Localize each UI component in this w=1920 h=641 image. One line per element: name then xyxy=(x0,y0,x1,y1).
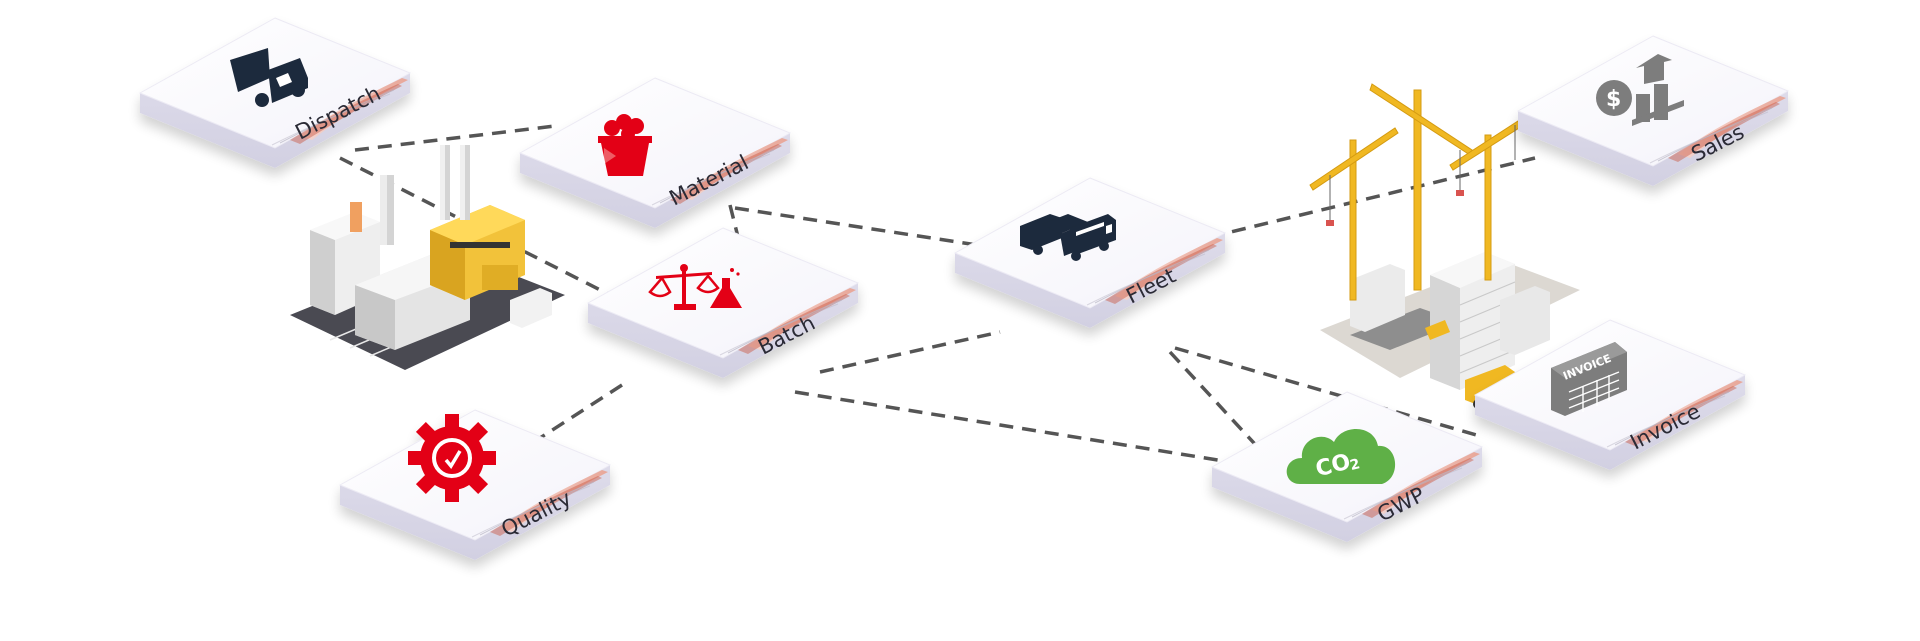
connector-batch-fleet xyxy=(819,330,1001,374)
connector-dispatch-material xyxy=(354,124,556,152)
quality-gear-icon xyxy=(408,414,496,502)
svg-text:$: $ xyxy=(1606,87,1621,112)
module-tile-quality[interactable]: Quality xyxy=(339,409,611,561)
module-tile-sales[interactable]: $ Sales xyxy=(1517,35,1789,187)
connector-batch-quality xyxy=(539,383,623,440)
co2-cloud-icon: CO 2 xyxy=(1286,428,1396,484)
mixer-truck-icon xyxy=(1020,214,1116,261)
module-tile-batch[interactable]: Batch xyxy=(587,227,859,379)
connector-fleet-invoice xyxy=(1174,346,1481,438)
material-bucket-icon xyxy=(598,114,652,176)
module-tile-material[interactable]: Material xyxy=(519,77,791,229)
scale-flask-icon xyxy=(648,264,742,310)
module-tile-dispatch[interactable]: Dispatch xyxy=(139,17,411,169)
sales-growth-icon: $ xyxy=(1596,54,1684,126)
co2-subscript: 2 xyxy=(1348,456,1361,474)
connector-material-fleet xyxy=(734,206,1011,252)
module-tile-gwp[interactable]: CO 2 GWP xyxy=(1211,391,1483,543)
dump-truck-icon xyxy=(230,48,308,107)
factory-illustration xyxy=(290,145,565,370)
connector-fleet-gwp xyxy=(1168,350,1267,457)
module-tile-fleet[interactable]: Fleet xyxy=(954,177,1226,329)
connector-batch-gwp xyxy=(794,390,1256,468)
